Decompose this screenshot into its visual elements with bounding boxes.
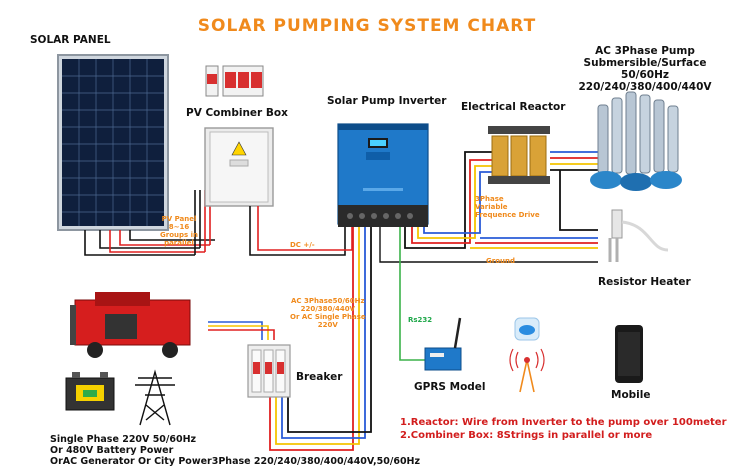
- electrical-reactor-icon: [488, 126, 550, 184]
- pv-combiner-box-icon: [204, 127, 274, 207]
- solar-panel-label: SOLAR PANEL: [30, 34, 111, 46]
- reactor-wires: [404, 151, 500, 249]
- gprs-module-icon: [424, 317, 462, 371]
- ac-line3: Or AC Single Phase: [290, 313, 366, 321]
- vfd-line1: 3Phase: [475, 195, 504, 203]
- pump-label-line1: AC 3Phase Pump: [595, 45, 695, 57]
- cloud-app-icon: [514, 317, 540, 341]
- pv-panel-line1: PV Panel: [161, 215, 197, 223]
- mobile-label: Mobile: [611, 389, 651, 401]
- ac-line4: 220V: [317, 321, 338, 329]
- ground-annotation: Ground: [486, 257, 515, 265]
- gprs-label: GPRS Model: [414, 381, 486, 393]
- pv-panel-line2: 8~16: [168, 223, 190, 231]
- pv-panel-line3: Groups in: [160, 231, 198, 239]
- ac-pump-icon: [590, 91, 682, 191]
- ac-annotation: AC 3Phase50/60Hz 220/380/440V Or AC Sing…: [290, 297, 366, 329]
- pump-label-line2: Submersible/Surface: [583, 57, 707, 69]
- rs232-wire: [399, 227, 425, 361]
- chart-title: SOLAR PUMPING SYSTEM CHART: [197, 16, 537, 36]
- breaker-icon: [247, 344, 291, 398]
- battery-icon: [65, 372, 115, 411]
- vfd-annotation: 3Phase Variable Frequence Drive: [475, 195, 540, 219]
- cell-tower-icon: [509, 348, 545, 393]
- vfd-line3: Frequence Drive: [475, 211, 540, 219]
- inverter-label: Solar Pump Inverter: [327, 95, 447, 107]
- ac-line2: 220/380/440V: [300, 305, 355, 313]
- resistor-heater-icon: [608, 209, 669, 262]
- pump-label-line4: 220/240/380/400/440V: [578, 81, 712, 93]
- solar-panel-icon: [57, 54, 169, 231]
- power-line3: OrAC Generator Or City Power3Phase 220/2…: [50, 456, 421, 467]
- rs232-annotation: Rs232: [408, 316, 433, 324]
- ac-input-wires: [269, 227, 372, 451]
- pv-panel-annotation: PV Panel 8~16 Groups in parallel: [160, 215, 198, 247]
- pump-label-line3: 50/60Hz: [621, 69, 669, 81]
- solar-pump-inverter-icon: [337, 123, 429, 227]
- power-line2: Or 480V Battery Power: [50, 445, 174, 456]
- ac-line1: AC 3Phase50/60Hz: [291, 297, 365, 305]
- note-2: 2.Combiner Box: 8Strings in parallel or …: [400, 430, 653, 441]
- notes: 1.Reactor: Wire from Inverter to the pum…: [400, 416, 727, 442]
- power-line1: Single Phase 220V 50/60Hz: [50, 434, 197, 445]
- vfd-line2: Variable: [475, 203, 508, 211]
- pump-label: AC 3Phase Pump Submersible/Surface 50/60…: [560, 45, 730, 93]
- mobile-phone-icon: [615, 325, 643, 383]
- pump-wires: [550, 151, 600, 171]
- pv-panel-line4: parallel: [164, 239, 194, 247]
- reactor-label: Electrical Reactor: [461, 101, 566, 113]
- resistor-label: Resistor Heater: [598, 276, 691, 288]
- note-1: 1.Reactor: Wire from Inverter to the pum…: [400, 417, 727, 428]
- power-source-label: Single Phase 220V 50/60Hz Or 480V Batter…: [50, 434, 420, 467]
- dc-annotation: DC +/-: [290, 241, 315, 249]
- power-tower-icon: [135, 369, 175, 426]
- ground-wire: [379, 227, 598, 263]
- heater-wires: [470, 170, 598, 249]
- generator-icon: [70, 292, 191, 358]
- generator-wires: [208, 321, 275, 340]
- spd-breaker-icon: [205, 65, 264, 97]
- breaker-label: Breaker: [296, 371, 343, 383]
- dc-wires: [249, 206, 353, 256]
- combiner-label: PV Combiner Box: [186, 107, 288, 119]
